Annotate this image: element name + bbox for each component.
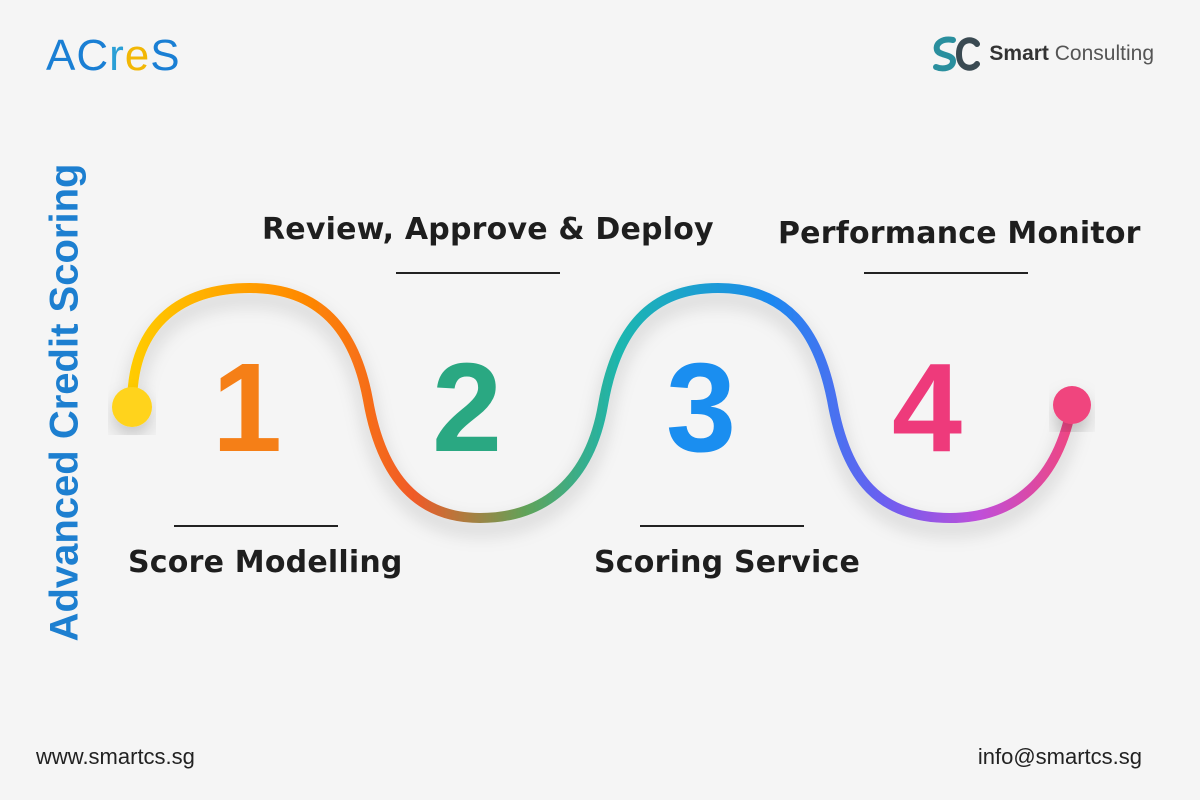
footer-website: www.smartcs.sg [36,744,195,769]
acres-logo-letter-s: S [150,31,181,80]
brand-bold-text: Smart [989,42,1049,65]
smart-consulting-mark-icon [933,36,981,72]
divider-scoring-service [640,525,804,527]
step-number-1: 1 [212,337,283,478]
acres-logo-letter-r: r [109,31,125,80]
wave-line [127,282,1077,524]
divider-performance [864,272,1028,274]
step-label-performance-monitor: Performance Monitor [778,216,1141,251]
step-label-score-modelling: Score Modelling [128,545,403,580]
divider-score-modelling [174,525,338,527]
wave-end-dot [1053,386,1091,424]
acres-logo: ACreS [46,34,181,78]
smart-consulting-logo: Smart Consulting [931,34,1154,74]
acres-logo-letter-c: C [76,31,110,80]
step-number-3: 3 [666,337,737,478]
wave-start-dot [112,387,152,427]
smart-consulting-wordmark: Smart Consulting [989,42,1154,66]
footer-email: info@smartcs.sg [977,744,1142,769]
step-number-2: 2 [432,337,503,478]
acres-logo-letter-a: A [46,31,77,80]
divider-review [396,272,560,274]
step-label-scoring-service: Scoring Service [594,545,861,580]
step-number-4: 4 [892,337,963,478]
step-label-review-approve-deploy: Review, Approve & Deploy [262,212,714,247]
brand-rest-text: Consulting [1054,42,1154,65]
acres-logo-letter-e: e [124,31,151,80]
